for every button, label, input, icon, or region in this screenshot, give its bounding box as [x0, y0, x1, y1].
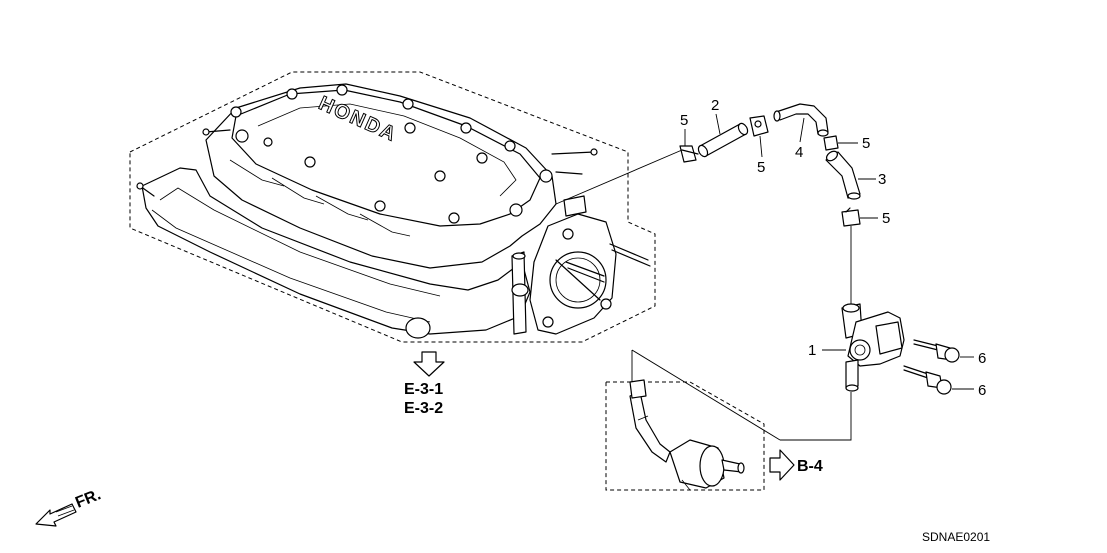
callout-part-5-b[interactable]: 5: [757, 159, 765, 176]
callout-part-1[interactable]: 1: [808, 342, 816, 359]
callout-part-2[interactable]: 2: [711, 97, 719, 114]
hose-clamp-left: [679, 145, 699, 163]
diagram-code: SDNAE0201: [922, 530, 990, 544]
part-6-bolt-upper: [913, 339, 960, 363]
down-arrow-icon: [413, 351, 445, 377]
callout-part-5-d[interactable]: 5: [882, 210, 890, 227]
front-direction-indicator: FR.: [35, 486, 103, 527]
callout-part-5-c[interactable]: 5: [862, 135, 870, 152]
manifold-lower-body: [141, 167, 531, 335]
hose-clamp-right-top: [823, 135, 839, 151]
throttle-body: [511, 195, 651, 335]
intake-ref-label-1[interactable]: E-3-1: [404, 381, 443, 398]
part-4-hose: [773, 103, 829, 137]
callout-part-5-a[interactable]: 5: [680, 112, 688, 129]
canister-dashed-boundary: [605, 381, 765, 491]
part-2-hose: [697, 122, 749, 158]
canister-ref-label[interactable]: B-4: [797, 458, 823, 475]
part-1-purge-valve: [841, 303, 905, 392]
intake-manifold-assembly: HONDA: [129, 71, 656, 343]
callout-part-6-a[interactable]: 6: [978, 350, 986, 367]
intake-reference: E-3-1 E-3-2: [404, 351, 445, 417]
part-3-hose: [825, 150, 861, 200]
hose-clamp-middle: [749, 115, 769, 137]
front-direction-label: FR.: [73, 486, 103, 511]
front-arrow-icon: [35, 503, 77, 527]
right-arrow-icon: [769, 449, 795, 481]
canister-detail: [605, 379, 765, 491]
callout-part-6-b[interactable]: 6: [978, 382, 986, 399]
canister-reference: B-4: [769, 449, 823, 481]
hose-clamp-right-lower: [841, 207, 861, 227]
callout-part-4[interactable]: 4: [795, 144, 803, 161]
part-6-bolt-lower: [903, 365, 952, 395]
callout-part-3[interactable]: 3: [878, 171, 886, 188]
cover-bolts: [230, 84, 553, 224]
intake-ref-label-2[interactable]: E-3-2: [404, 400, 443, 417]
manifold-dashed-boundary: [129, 71, 656, 343]
